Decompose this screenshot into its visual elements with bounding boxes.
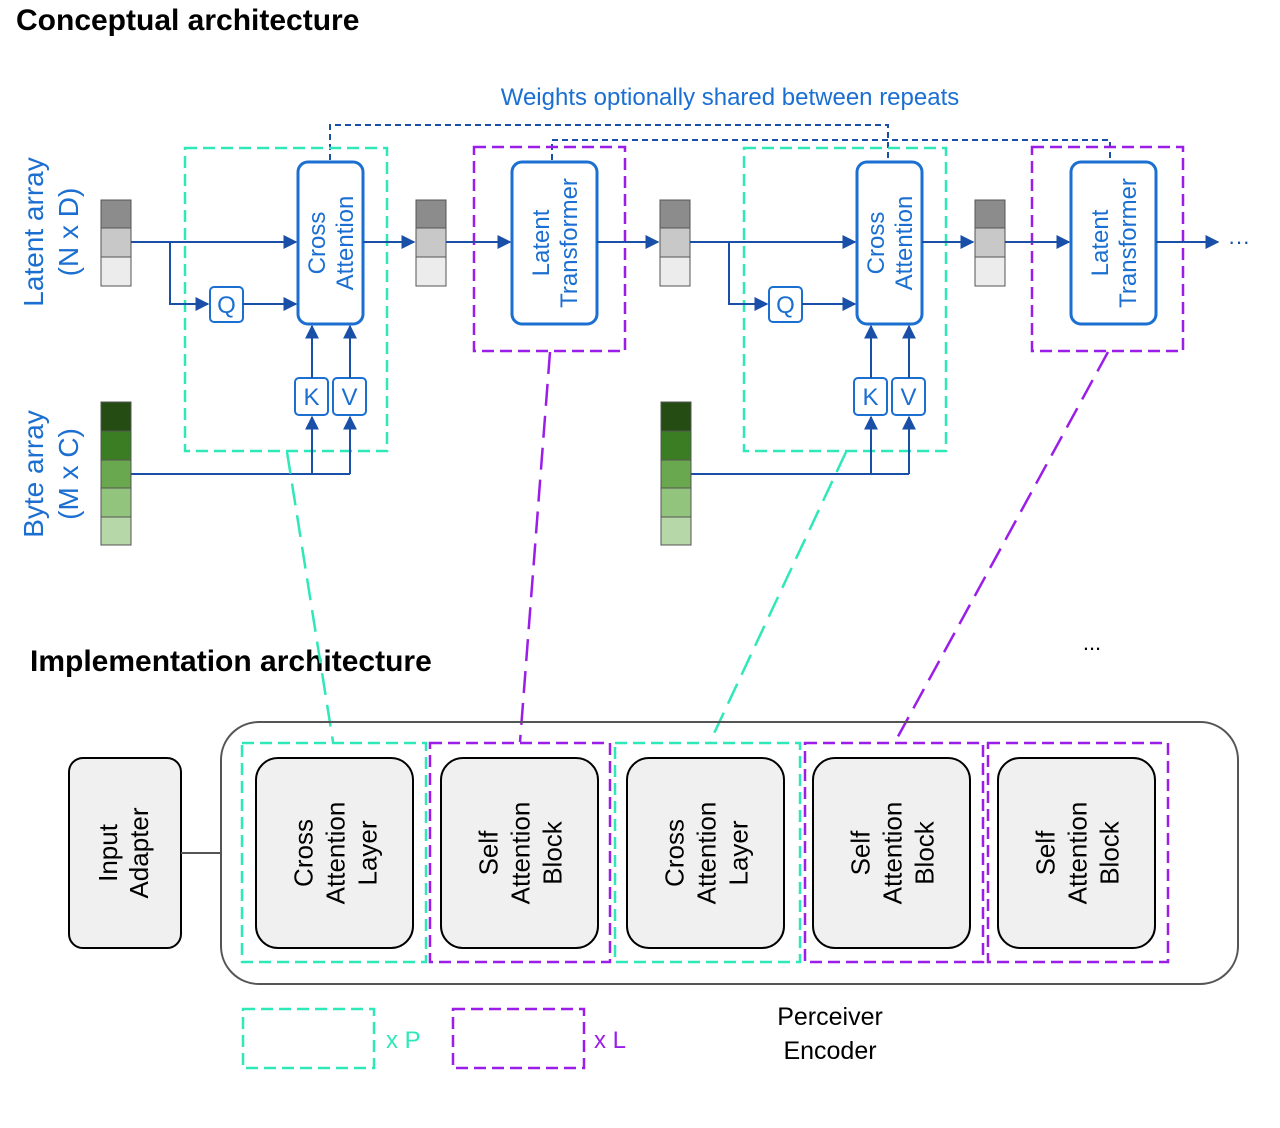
- impl-self-group-1: [428, 741, 612, 964]
- legend-l-label: x L: [594, 1027, 626, 1054]
- svg-text:(M x C): (M x C): [53, 428, 84, 520]
- key-box-1: K: [294, 377, 329, 416]
- link-cross-1: [285, 451, 335, 743]
- svg-text:V: V: [900, 384, 916, 411]
- latent-transformer-group-1: [472, 145, 627, 353]
- cross-attention-box-1: Cross Attention: [296, 160, 365, 326]
- svg-text:Block: Block: [910, 820, 940, 885]
- key-box-2: K: [853, 377, 888, 416]
- link-transformer-1: [518, 351, 552, 743]
- cross-attention-layer-1: Cross Attention Layer: [255, 757, 414, 949]
- svg-text:Q: Q: [217, 292, 236, 319]
- conceptual-arrows: [131, 235, 1220, 475]
- impl-self-group-2: [803, 741, 985, 964]
- svg-text:Attention: Attention: [1063, 802, 1093, 905]
- svg-text:Latent array: Latent array: [18, 157, 49, 306]
- svg-text:Attention: Attention: [878, 802, 908, 905]
- svg-text:K: K: [862, 384, 878, 411]
- svg-text:Adapter: Adapter: [124, 807, 154, 898]
- svg-text:Self: Self: [1031, 830, 1061, 876]
- svg-text:Latent: Latent: [528, 209, 555, 276]
- svg-text:Cross: Cross: [289, 819, 319, 887]
- query-box-1: Q: [209, 286, 244, 323]
- impl-cross-group-1: [240, 741, 428, 964]
- shared-weights-line-cross: [329, 124, 889, 160]
- latent-transformer-box-1: Latent Transformer: [510, 160, 599, 326]
- byte-array-label: Byte array (M x C): [18, 410, 84, 538]
- svg-text:Block: Block: [1095, 820, 1125, 885]
- svg-text:Layer: Layer: [353, 820, 383, 885]
- byte-array-2: [660, 401, 692, 546]
- link-transformer-2: [893, 351, 1110, 743]
- svg-text:Input: Input: [93, 823, 123, 882]
- svg-text:Cross: Cross: [863, 212, 890, 275]
- svg-text:Cross: Cross: [304, 212, 331, 275]
- latent-array-3: [659, 199, 691, 287]
- legend-p-label: x P: [386, 1027, 421, 1054]
- svg-text:Self: Self: [474, 830, 504, 876]
- latent-array-1: [100, 199, 132, 287]
- svg-text:Block: Block: [538, 820, 568, 885]
- svg-text:Attention: Attention: [321, 802, 351, 905]
- latent-array-2: [415, 199, 447, 287]
- self-attention-block-2: Self Attention Block: [812, 757, 971, 949]
- input-adapter-box: Input Adapter: [68, 757, 182, 949]
- svg-text:Latent: Latent: [1087, 209, 1114, 276]
- svg-text:Layer: Layer: [724, 820, 754, 885]
- latent-array-4: [974, 199, 1006, 287]
- self-attention-block-1: Self Attention Block: [440, 757, 599, 949]
- perceiver-encoder-box: [220, 721, 1239, 985]
- self-attention-block-3: Self Attention Block: [997, 757, 1156, 949]
- cross-attention-box-2: Cross Attention: [855, 160, 924, 326]
- latent-transformer-box-2: Latent Transformer: [1069, 160, 1158, 326]
- latent-array-label: Latent array (N x D): [18, 157, 84, 306]
- svg-text:Cross: Cross: [660, 819, 690, 887]
- svg-text:K: K: [303, 384, 319, 411]
- svg-text:Encoder: Encoder: [783, 1037, 876, 1065]
- continuation-dots: ···: [1228, 229, 1250, 254]
- svg-text:Perceiver: Perceiver: [777, 1003, 883, 1031]
- cross-attention-layer-2: Cross Attention Layer: [626, 757, 785, 949]
- svg-text:V: V: [341, 384, 357, 411]
- svg-text:Q: Q: [776, 292, 795, 319]
- svg-text:(N x D): (N x D): [53, 188, 84, 277]
- implementation-title: Implementation architecture: [30, 645, 432, 678]
- value-box-1: V: [332, 377, 367, 416]
- svg-text:Transformer: Transformer: [1115, 178, 1142, 308]
- svg-text:Attention: Attention: [891, 196, 918, 291]
- impl-cross-group-2: [613, 741, 802, 964]
- svg-text:Self: Self: [846, 830, 876, 876]
- latent-transformer-group-2: [1030, 145, 1185, 353]
- legend-p-swatch: [241, 1007, 376, 1070]
- conceptual-title: Conceptual architecture: [16, 4, 360, 37]
- perceiver-encoder-label: Perceiver Encoder: [777, 1003, 883, 1065]
- shared-weights-line-transformer: [551, 139, 1111, 160]
- svg-text:Attention: Attention: [506, 802, 536, 905]
- svg-text:Byte array: Byte array: [18, 410, 49, 538]
- query-box-2: Q: [768, 286, 803, 323]
- implementation-ellipsis: ...: [1083, 630, 1101, 655]
- link-cross-2: [708, 451, 848, 743]
- svg-text:Attention: Attention: [332, 196, 359, 291]
- shared-weights-note: Weights optionally shared between repeat…: [501, 84, 960, 111]
- legend-l-swatch: [451, 1007, 586, 1070]
- impl-self-group-3: [986, 741, 1170, 964]
- cross-attention-group-1: [183, 146, 389, 453]
- byte-array-1: [100, 401, 132, 546]
- value-box-2: V: [891, 377, 926, 416]
- svg-text:Attention: Attention: [692, 802, 722, 905]
- svg-text:Transformer: Transformer: [556, 178, 583, 308]
- cross-attention-group-2: [742, 146, 948, 453]
